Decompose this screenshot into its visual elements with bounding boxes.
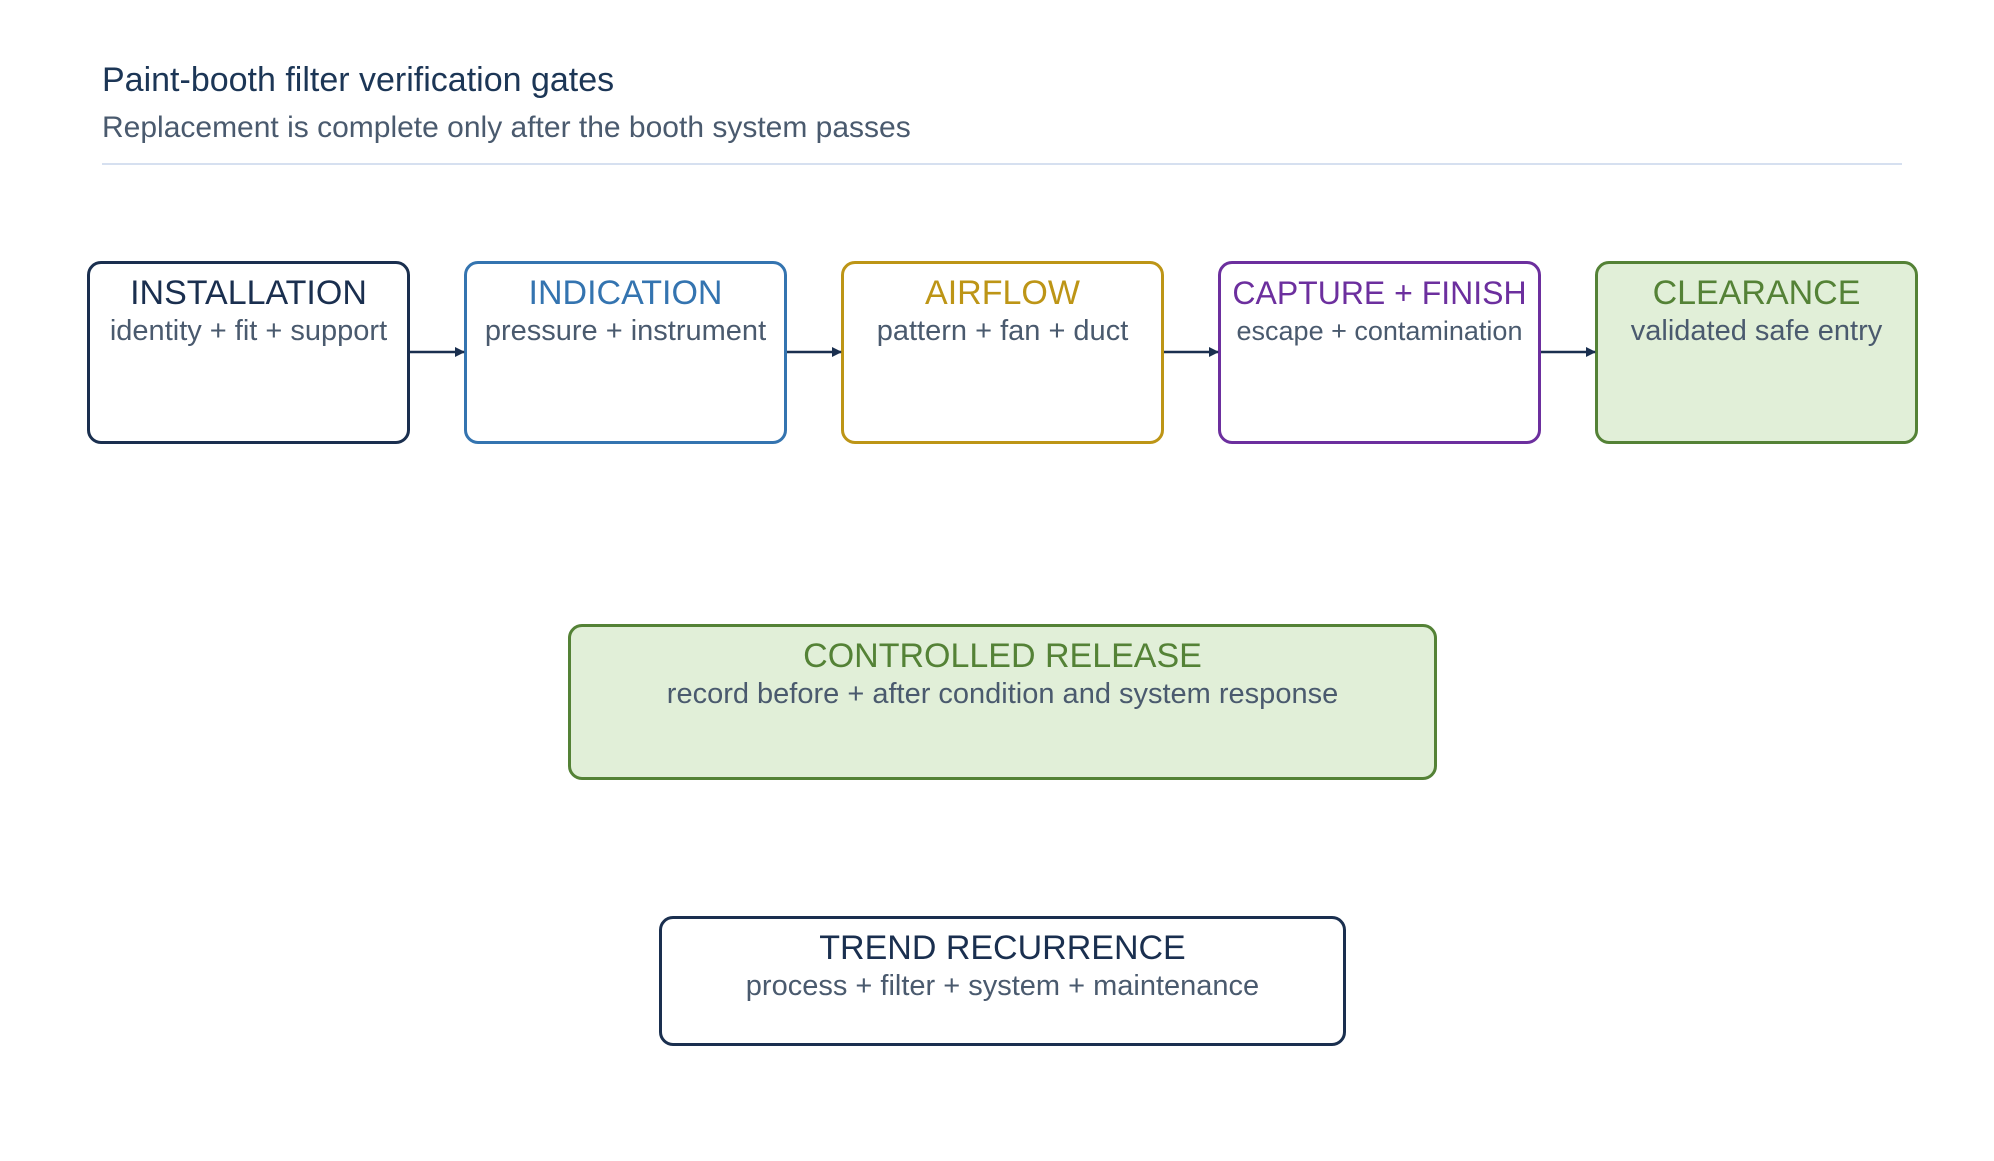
header-divider bbox=[102, 163, 1902, 165]
page-title: Paint-booth filter verification gates bbox=[102, 61, 615, 99]
page-subtitle: Replacement is complete only after the b… bbox=[102, 111, 911, 144]
gate-installation-title: INSTALLATION bbox=[130, 274, 367, 312]
gate-installation: INSTALLATION identity + fit + support bbox=[87, 261, 410, 444]
controlled-release-title: CONTROLLED RELEASE bbox=[803, 637, 1202, 675]
controlled-release-box: CONTROLLED RELEASE record before + after… bbox=[568, 624, 1437, 780]
gate-clearance-title: CLEARANCE bbox=[1652, 274, 1861, 312]
gate-indication-title: INDICATION bbox=[528, 274, 723, 312]
trend-recurrence-box: TREND RECURRENCE process + filter + syst… bbox=[659, 916, 1346, 1046]
gate-airflow-title: AIRFLOW bbox=[925, 274, 1080, 312]
controlled-release-detail: record before + after condition and syst… bbox=[666, 678, 1339, 710]
gate-capture-finish-title: CAPTURE + FINISH bbox=[1232, 275, 1527, 311]
trend-recurrence-detail: process + filter + system + maintenance bbox=[745, 970, 1260, 1002]
gate-clearance: CLEARANCE validated safe entry bbox=[1595, 261, 1918, 444]
gate-airflow-detail: pattern + fan + duct bbox=[876, 315, 1129, 347]
gate-capture-finish-detail: escape + contamination bbox=[1236, 316, 1523, 346]
gate-indication-detail: pressure + instrument bbox=[484, 315, 767, 347]
gate-capture-finish: CAPTURE + FINISH escape + contamination bbox=[1218, 261, 1541, 444]
gate-installation-detail: identity + fit + support bbox=[109, 315, 388, 347]
trend-recurrence-title: TREND RECURRENCE bbox=[819, 929, 1186, 967]
gate-clearance-detail: validated safe entry bbox=[1630, 315, 1883, 347]
gate-airflow: AIRFLOW pattern + fan + duct bbox=[841, 261, 1164, 444]
gate-indication: INDICATION pressure + instrument bbox=[464, 261, 787, 444]
